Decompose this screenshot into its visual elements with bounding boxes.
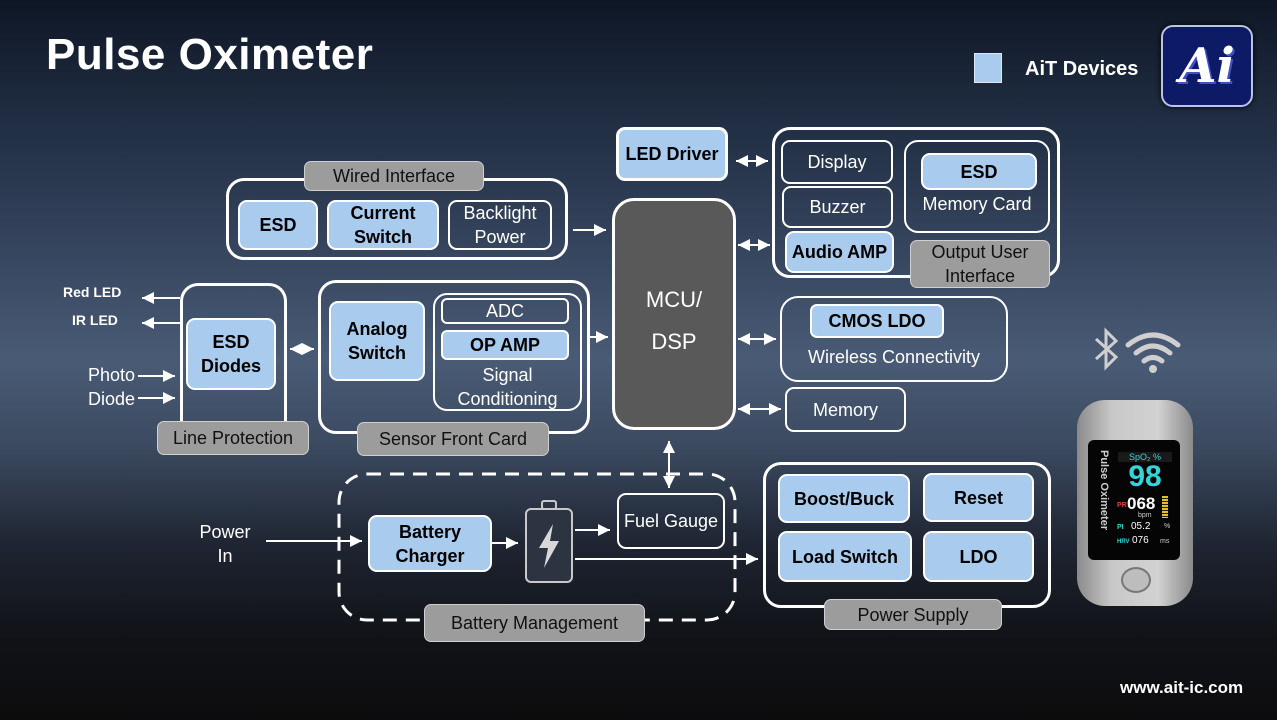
battery-management-dashed-frame [337,472,737,622]
legend-swatch [974,53,1002,83]
led-driver[interactable]: LED Driver [616,127,728,181]
pi-label: PI [1117,524,1124,531]
op-amp[interactable]: OP AMP [441,330,569,360]
signal-conditioning-group[interactable] [433,293,582,411]
battery-charger[interactable]: Battery Charger [368,515,492,572]
device-brand: Pulse Oximeter [1098,450,1110,531]
ldo[interactable]: LDO [923,531,1034,582]
reset[interactable]: Reset [923,473,1034,522]
boost-buck[interactable]: Boost/Buck [778,474,910,523]
wired-interface-label: Wired Interface [304,161,484,191]
output-ui-label: Output User Interface [910,240,1050,288]
pulse-bar [1162,496,1168,518]
buzzer[interactable]: Buzzer [782,186,893,228]
hrv-value: 076 [1132,535,1149,546]
ait-logo: Ai [1161,25,1253,107]
power-in-label-1: Power [199,522,251,542]
mcu-line2: DSP [651,329,697,354]
hrv-unit: ms [1160,538,1170,545]
battery-management-label: Battery Management [424,604,645,642]
wired-esd[interactable]: ESD [238,200,318,250]
analog-switch[interactable]: Analog Switch [329,301,425,381]
esd-diodes[interactable]: ESD Diodes [186,318,276,390]
signal-conditioning-label: Signal Conditioning [457,365,558,409]
bluetooth-wifi-icon [1094,327,1181,373]
bluetooth-icon [1094,327,1119,371]
cmos-ldo[interactable]: CMOS LDO [810,304,944,338]
spo2-value: 98 [1128,460,1162,493]
wireless-icons [1090,325,1190,375]
display[interactable]: Display [781,140,893,184]
pr-label: PR [1117,502,1127,509]
memory-card-group[interactable] [904,140,1050,233]
memory-card-label: Memory Card [922,194,1032,214]
red-led-label: Red LED [63,284,122,300]
legend-label: AiT Devices [1025,58,1139,80]
pr-value: 068 [1127,494,1156,513]
memory-card-esd[interactable]: ESD [921,153,1037,190]
mcu-line1: MCU/ [645,287,703,312]
pr-unit: bpm [1138,512,1152,519]
current-switch[interactable]: Current Switch [327,200,439,250]
spo2-label: SpO₂ % [1118,452,1172,462]
sensor-front-card-label: Sensor Front Card [357,422,549,456]
photo-label: Photo [88,365,136,385]
fuel-gauge[interactable]: Fuel Gauge [617,493,725,549]
wifi-icon [1125,332,1181,364]
pi-value: 05.2 [1131,521,1151,532]
audio-amp[interactable]: Audio AMP [785,231,894,273]
website-url[interactable]: www.ait-ic.com [1120,678,1244,697]
logo-text: Ai [1179,38,1235,94]
mcu-dsp[interactable]: MCU/ DSP [612,198,736,430]
ir-led-label: IR LED [72,312,118,328]
load-switch[interactable]: Load Switch [778,531,912,582]
power-in-label-2: In [217,546,233,566]
line-protection-label: Line Protection [157,421,309,455]
line-protection-group [180,283,287,433]
diode-label: Diode [88,389,136,409]
power-supply-label: Power Supply [824,599,1002,630]
battery-icon [524,500,574,584]
adc[interactable]: ADC [441,298,569,324]
backlight-power[interactable]: Backlight Power [448,200,552,250]
pi-unit: % [1164,523,1171,530]
wireless-connectivity-label: Wireless Connectivity [807,347,981,367]
wireless-connectivity-group [780,296,1008,382]
page-title: Pulse Oximeter [46,30,374,79]
memory[interactable]: Memory [785,387,906,432]
device-button [1121,567,1151,593]
hrv-label: HRV [1117,539,1130,545]
